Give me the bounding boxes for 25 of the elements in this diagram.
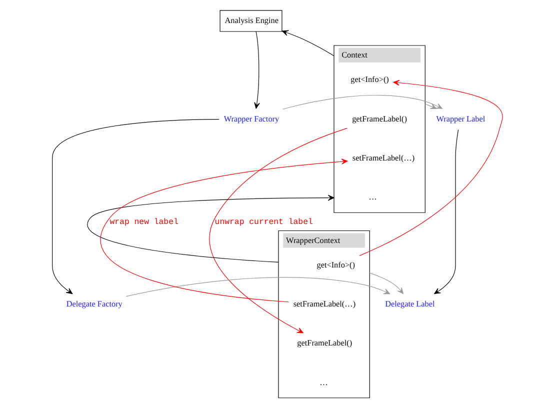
node-text: … (320, 378, 328, 387)
arrow (209, 128, 348, 334)
node-text: Wrapper Label (436, 114, 486, 124)
arrow (359, 80, 503, 256)
arrow (424, 104, 437, 110)
arrow (254, 31, 260, 109)
node-text: … (368, 192, 377, 202)
node-text: Delegate Factory (66, 300, 122, 309)
node-text: getFrameLabel() (352, 114, 408, 124)
arrow (126, 277, 390, 297)
arrow (87, 194, 334, 263)
arrow (282, 95, 443, 110)
node-text: setFrameLabel(…) (293, 300, 356, 309)
arrow (369, 272, 404, 294)
arrow (282, 30, 334, 56)
node-text: get<Info>() (350, 75, 389, 84)
node-box: Analysis Engine (220, 10, 282, 32)
node-text: Delegate Label (385, 300, 435, 309)
arrow (52, 119, 220, 294)
node-text: get<Info>() (316, 260, 356, 270)
arrow (434, 129, 459, 294)
arrow (100, 158, 348, 302)
node-text: getFrameLabel() (297, 338, 352, 348)
node-text: Wrapper Factory (224, 114, 280, 124)
node-text: setFrameLabel(…) (352, 153, 415, 162)
